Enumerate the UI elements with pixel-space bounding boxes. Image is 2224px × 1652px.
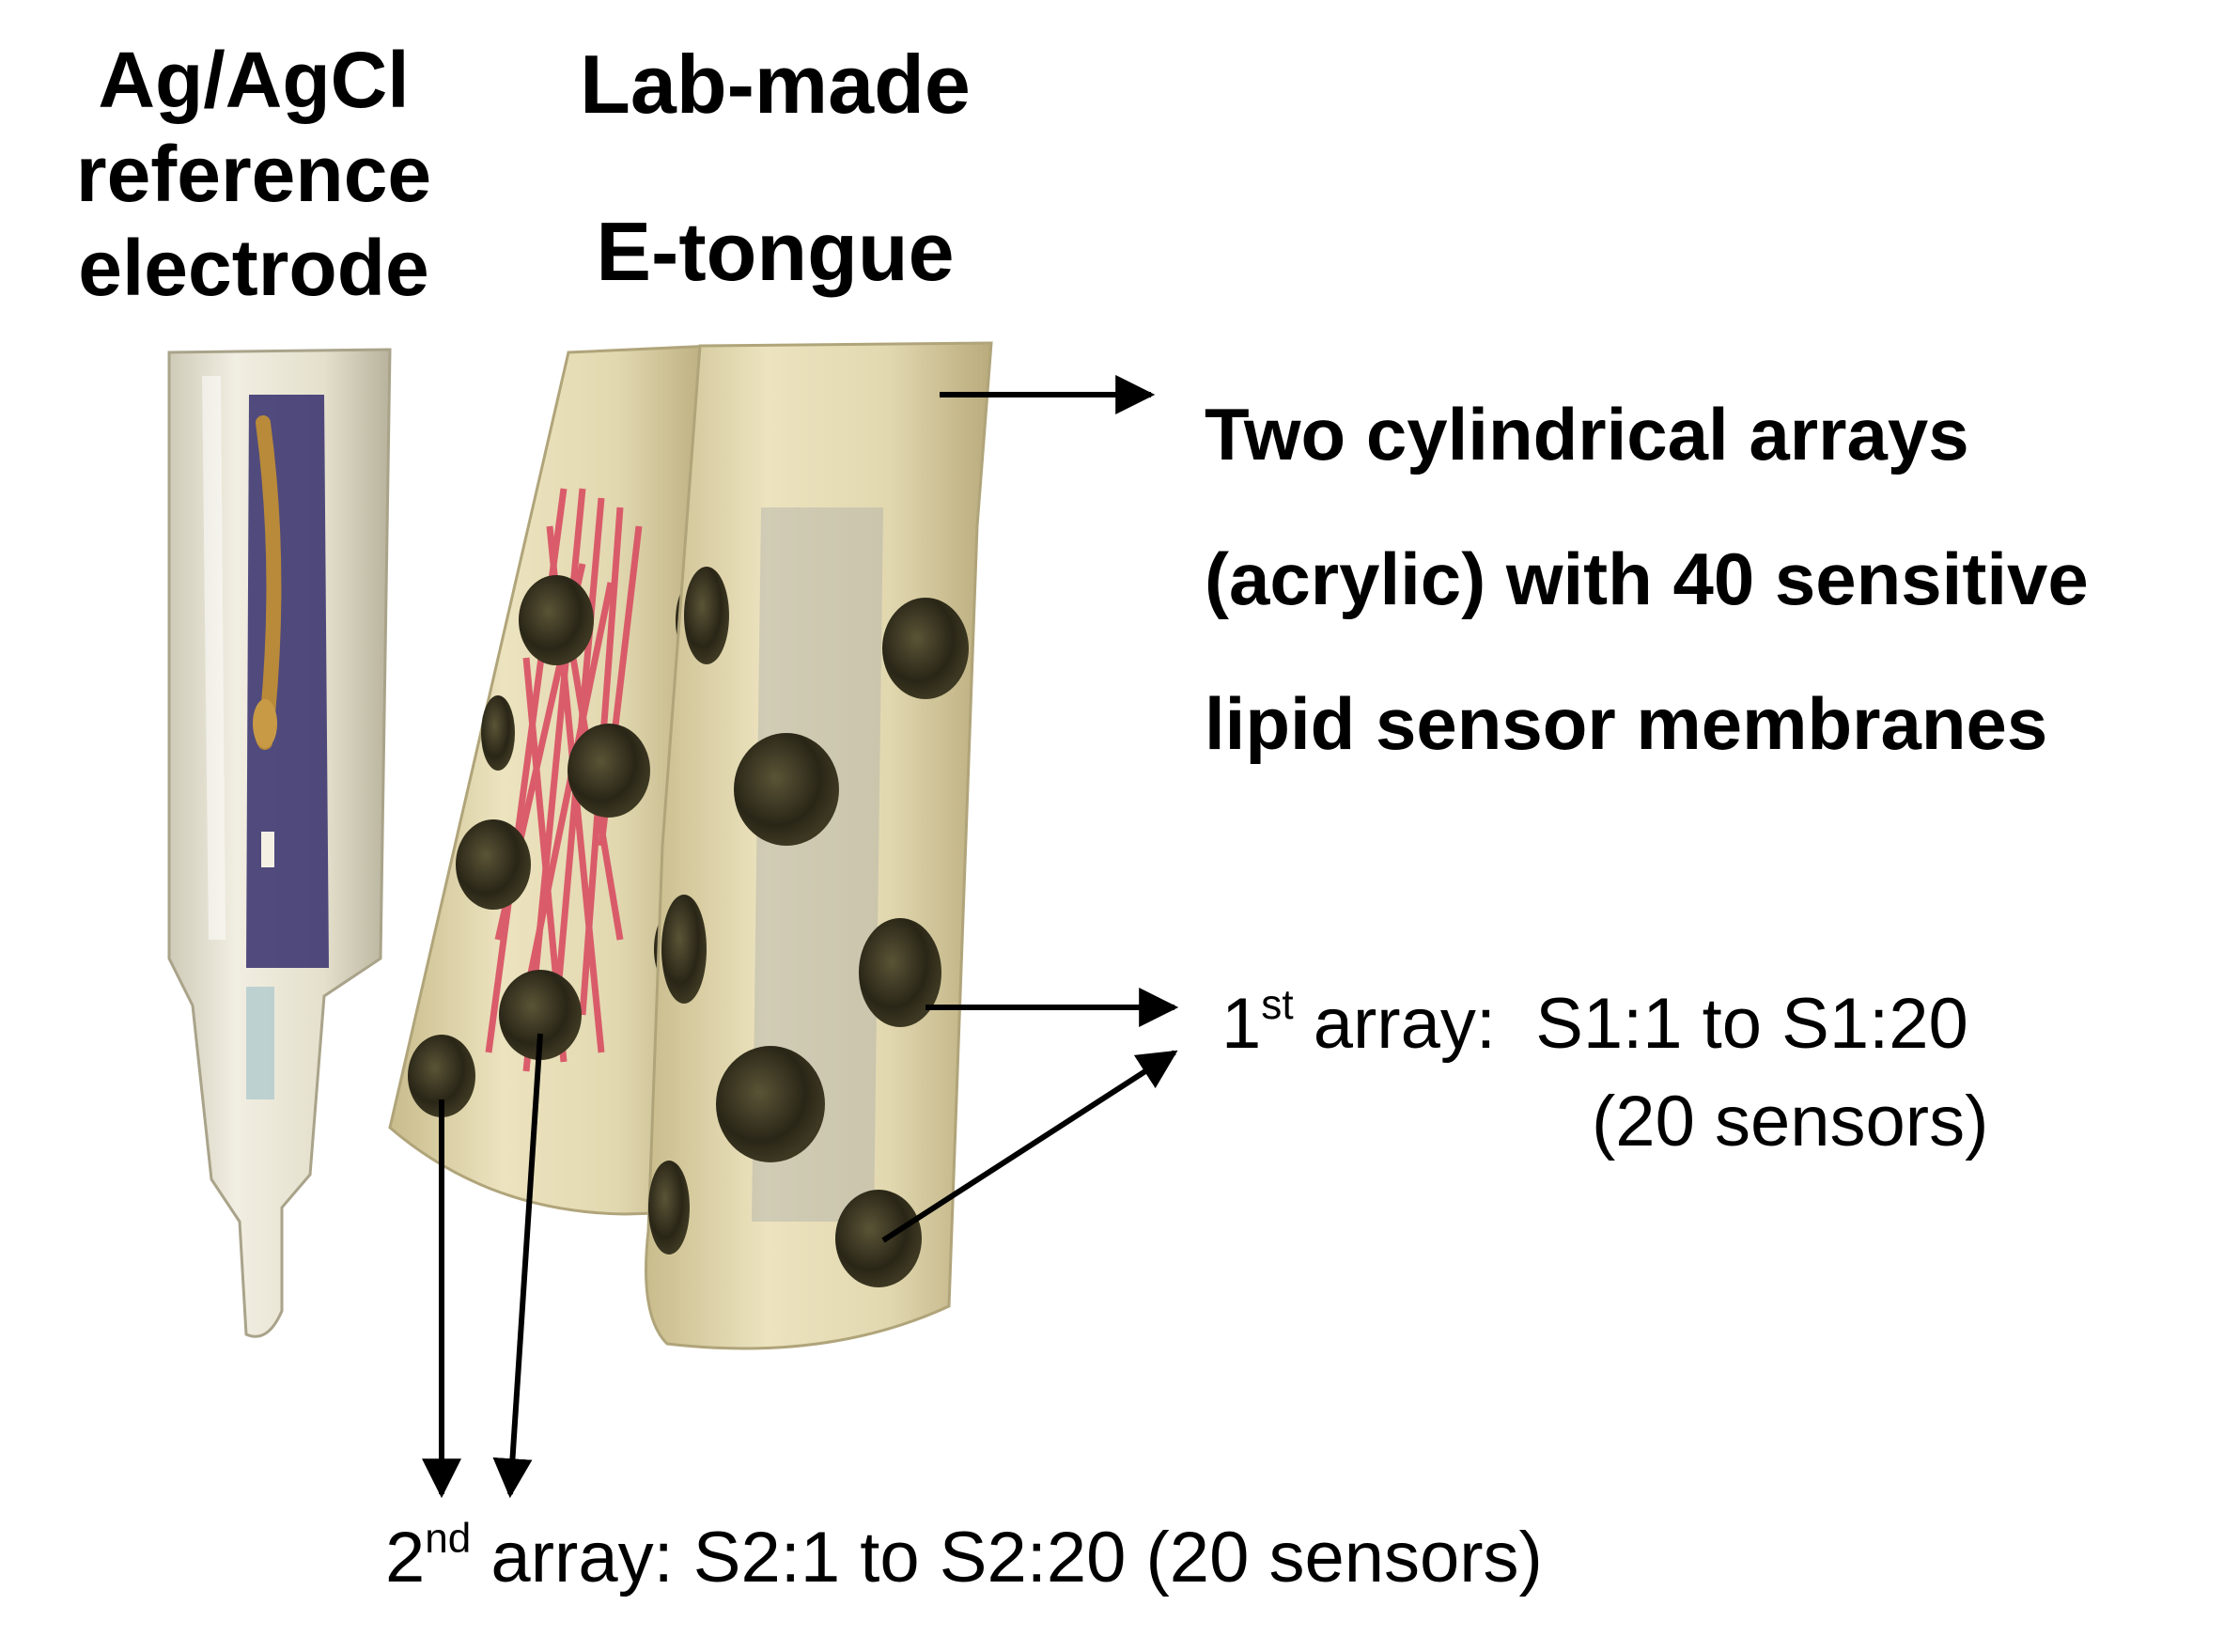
first-array-label: 1st array: S1:1 to S1:20 (20 sensors)	[1221, 975, 1988, 1171]
etongue-label-line: E-tongue	[596, 205, 955, 298]
first-array-line: 1st array: S1:1 to S1:20	[1221, 975, 1988, 1073]
etongue-label: Lab-made E-tongue	[540, 38, 1010, 299]
second-array-ordinal: 2	[385, 1518, 426, 1597]
reference-label-line: Ag/AgCl	[98, 36, 410, 124]
arrows	[422, 375, 1179, 1499]
reference-electrode-label: Ag/AgCl reference electrode	[47, 33, 460, 315]
first-array-ordinal-suffix: st	[1261, 982, 1294, 1029]
description-line: lipid sensor membranes	[1205, 682, 2048, 765]
second-array-range: array: S2:1 to S2:20 (20 sensors)	[471, 1518, 1543, 1597]
arrays-description: Two cylindrical arrays (acrylic) with 40…	[1205, 362, 2089, 796]
first-array-ordinal: 1	[1221, 984, 1262, 1064]
second-array-ordinal-suffix: nd	[425, 1516, 472, 1563]
first-array-count: (20 sensors)	[1592, 1082, 1989, 1161]
reference-label-line: reference	[75, 130, 432, 218]
etongue-label-line: Lab-made	[580, 38, 971, 131]
second-array-label: 2nd array: S2:1 to S2:20 (20 sensors)	[385, 1511, 1543, 1605]
description-line: Two cylindrical arrays	[1205, 393, 1969, 475]
first-array-cylinder	[645, 341, 993, 1350]
arrow-to-first-array-b	[881, 1050, 1178, 1243]
first-array-range: array: S1:1 to S1:20	[1293, 984, 1968, 1064]
second-array-cylinder	[388, 344, 724, 1216]
reference-label-line: electrode	[78, 224, 429, 312]
description-line: (acrylic) with 40 sensitive	[1205, 538, 2089, 620]
reference-electrode	[167, 348, 392, 1338]
arrow-to-second-array-b	[492, 1033, 543, 1499]
